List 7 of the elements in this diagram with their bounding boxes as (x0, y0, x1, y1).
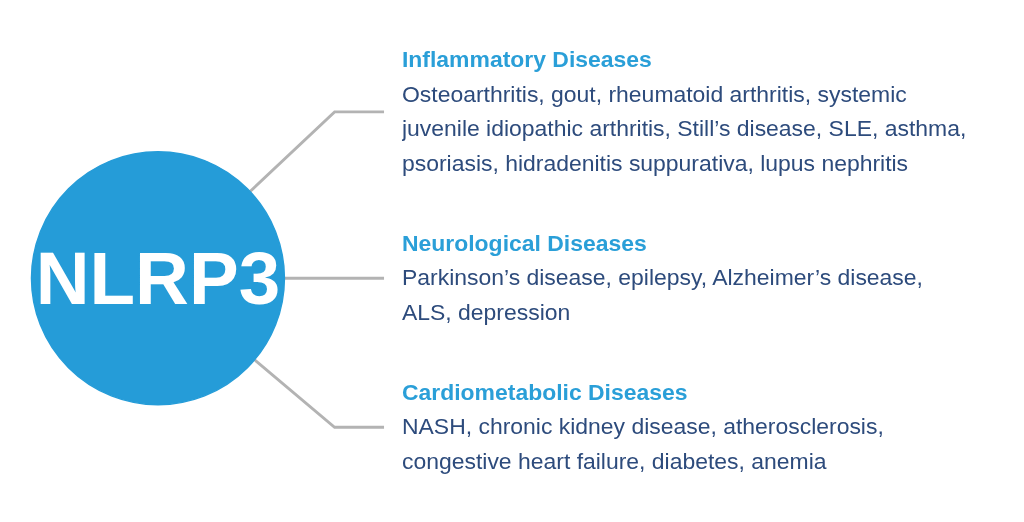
connector (249, 110, 385, 193)
node-text: Inflammatory Diseases Osteoarthritis, gout, rheumatoid arthritis, systemic juvenile idiopathic arthritis, Still’s disease, SLE, asthma, psoriasis, hidradenitis suppurativa, lupus nephritis (401, 47, 967, 175)
node-text: Neurological Diseases Parkinson’s disease, epilepsy, Alzheimer’s disease, ALS, depression (401, 230, 923, 325)
node-text: Cardiometabolic Diseases NASH, chronic kidney disease, atherosclerosis, congestive heart failure, diabetes, anemia (401, 379, 884, 474)
connector (253, 358, 385, 429)
node-circle: NLRP3 (30, 151, 286, 406)
connector (284, 276, 385, 280)
